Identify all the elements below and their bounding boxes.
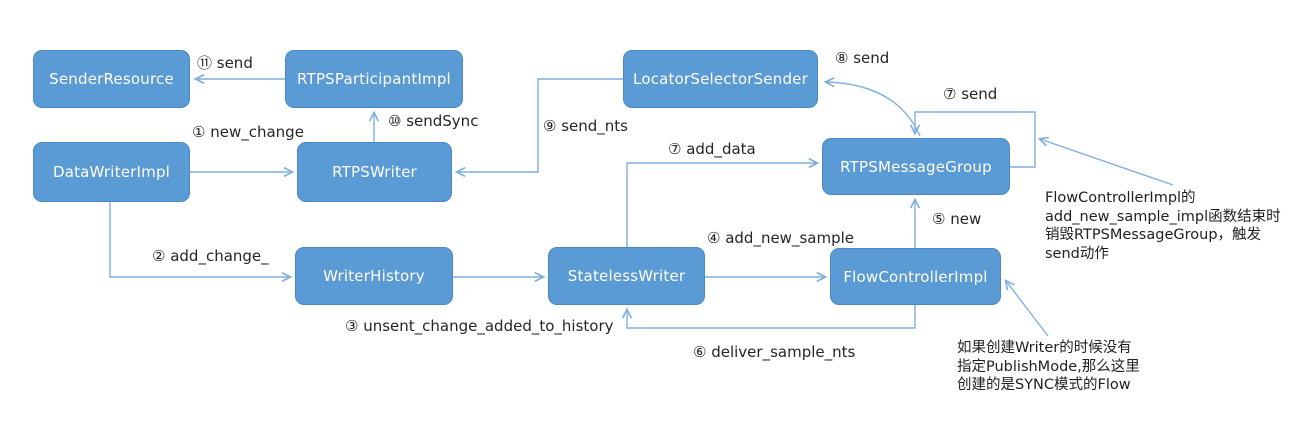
node-label: SenderResource <box>49 70 174 88</box>
node-label: LocatorSelectorSender <box>633 70 808 88</box>
annotation-line: add_new_sample_impl函数结束时 <box>1045 208 1281 225</box>
annotation-messagegroup-destroy-note: FlowControllerImpl的 add_new_sample_impl函… <box>1045 189 1281 263</box>
node-label: DataWriterImpl <box>52 163 171 181</box>
node-label: FlowControllerImpl <box>843 267 988 286</box>
edge-label-step6-deliver-sample: ⑥ deliver_sample_nts <box>693 343 856 361</box>
node-locator-selector-sender: LocatorSelectorSender <box>623 50 818 108</box>
node-label: WriterHistory <box>323 267 425 285</box>
edge-step6-deliver-sample <box>621 305 916 329</box>
node-label: RTPSWriter <box>332 163 417 181</box>
edge-label-step3-unsent-change: ③ unsent_change_added_to_history <box>345 317 614 335</box>
node-label: RTPSMessageGroup <box>840 157 992 176</box>
annotation-line: 如果创建Writer的时候没有 <box>957 340 1132 356</box>
edge-label-step8-send: ⑧ send <box>835 49 890 67</box>
edge-label-step4-add-new-sample: ④ add_new_sample <box>707 229 854 247</box>
leader-line-sync-flow-note <box>1004 279 1049 337</box>
edge-label-step5-new: ⑤ new <box>932 210 982 228</box>
edge-label-step10-send-sync: ⑩ sendSync <box>388 112 479 130</box>
node-label: RTPSParticipantImpl <box>297 70 451 88</box>
edge-step9-send-nts <box>454 78 623 178</box>
edge-label-step1-new-change: ① new_change <box>192 123 304 141</box>
edge-label-step7-add-data: ⑦ add_data <box>668 140 756 158</box>
node-flow-controller-impl: FlowControllerImpl <box>830 248 1001 305</box>
leader-line-messagegroup-destroy-note <box>1037 136 1174 186</box>
node-data-writer-impl: DataWriterImpl <box>33 142 190 202</box>
annotation-line: FlowControllerImpl的 <box>1045 190 1196 206</box>
edge-step7-add-data <box>626 157 820 247</box>
node-rtps-participant-impl: RTPSParticipantImpl <box>285 50 463 108</box>
edge-step2-add-change <box>109 202 293 283</box>
edge-step8-send <box>823 77 921 137</box>
annotation-line: 销毁RTPSMessageGroup，触发 <box>1045 227 1262 244</box>
node-writer-history: WriterHistory <box>295 247 453 305</box>
edge-label-step7-send: ⑦ send <box>943 85 998 103</box>
edge-label-step2-add-change: ② add_change_ <box>152 247 269 265</box>
node-rtps-writer: RTPSWriter <box>297 142 452 202</box>
annotation-line: 指定PublishMode,那么这里 <box>957 358 1140 375</box>
edge-step7-send-self-loop <box>909 111 1036 168</box>
edge-label-step9-send-nts: ⑨ send_nts <box>543 117 628 135</box>
annotation-sync-flow-note: 如果创建Writer的时候没有 指定PublishMode,那么这里 创建的是S… <box>957 339 1140 395</box>
edge-label-step11-send: ⑪ send <box>197 54 253 72</box>
annotation-line: 创建的是SYNC模式的Flow <box>957 377 1131 394</box>
node-rtps-message-group: RTPSMessageGroup <box>822 138 1010 195</box>
node-sender-resource: SenderResource <box>33 50 190 108</box>
annotation-line: send动作 <box>1045 245 1109 262</box>
node-stateless-writer: StatelessWriter <box>548 247 705 305</box>
node-label: StatelessWriter <box>567 267 686 285</box>
